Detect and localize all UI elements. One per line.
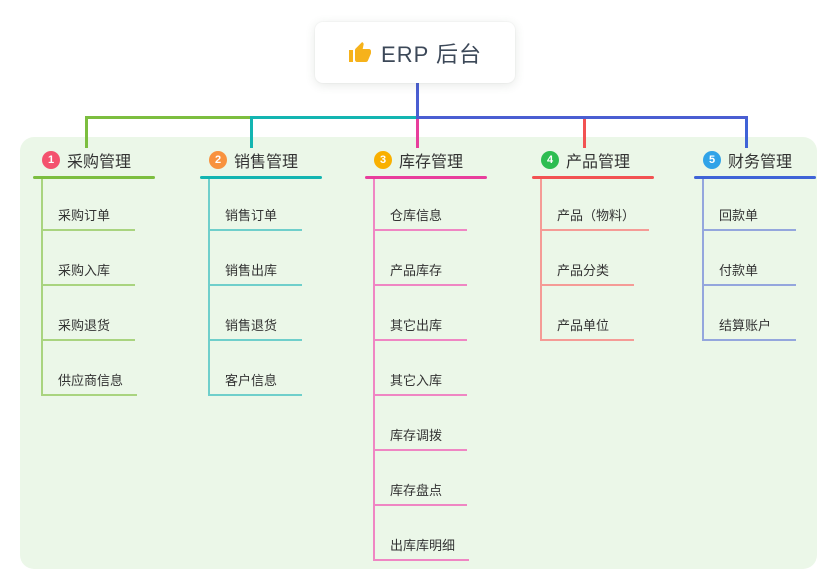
child-node-4-2[interactable]: 产品分类: [540, 256, 634, 286]
child-label: 回款单: [719, 208, 759, 223]
child-label: 销售订单: [225, 208, 278, 223]
branch-node-3[interactable]: 3 库存管理: [374, 148, 463, 172]
branch-child-connector: [702, 179, 704, 341]
child-node-3-6[interactable]: 库存盘点: [373, 476, 467, 506]
branch-label: 销售管理: [234, 154, 299, 171]
branch-underline: [532, 176, 654, 179]
branch-node-2[interactable]: 2 销售管理: [209, 148, 298, 172]
child-label: 供应商信息: [58, 373, 124, 388]
branch-number-badge: 3: [374, 151, 392, 169]
child-node-1-1[interactable]: 采购订单: [41, 201, 135, 231]
branch-connector-stub: [250, 116, 253, 148]
child-label: 产品库存: [390, 263, 443, 278]
branch-number-badge: 5: [703, 151, 721, 169]
connector-horizontal-mid: [250, 116, 419, 119]
child-label: 其它出库: [390, 318, 443, 333]
branch-number-badge: 4: [541, 151, 559, 169]
root-node[interactable]: ERP 后台: [315, 22, 515, 83]
branch-node-5[interactable]: 5 财务管理: [703, 148, 792, 172]
child-node-3-7[interactable]: 出库库明细: [373, 531, 470, 561]
child-label: 产品（物料）: [557, 208, 636, 223]
branch-connector-stub: [745, 116, 748, 148]
child-node-2-1[interactable]: 销售订单: [208, 201, 302, 231]
root-label: ERP 后台: [381, 41, 482, 67]
child-node-2-3[interactable]: 销售退货: [208, 311, 302, 341]
child-node-1-4[interactable]: 供应商信息: [41, 366, 138, 396]
child-label: 销售退货: [225, 318, 278, 333]
child-node-3-1[interactable]: 仓库信息: [373, 201, 467, 231]
child-label: 结算账户: [719, 318, 772, 333]
child-node-3-4[interactable]: 其它入库: [373, 366, 467, 396]
child-label: 付款单: [719, 263, 759, 278]
connector-horizontal-left: [85, 116, 253, 119]
branch-connector-stub: [416, 116, 419, 148]
branch-child-connector: [41, 179, 43, 396]
branch-node-4[interactable]: 4 产品管理: [541, 148, 630, 172]
child-node-3-5[interactable]: 库存调拨: [373, 421, 467, 451]
branch-connector-stub: [85, 116, 88, 148]
branch-node-1[interactable]: 1 采购管理: [42, 148, 131, 172]
child-label: 采购订单: [58, 208, 111, 223]
child-label: 客户信息: [225, 373, 278, 388]
child-node-4-1[interactable]: 产品（物料）: [540, 201, 650, 231]
branch-underline: [200, 176, 322, 179]
child-label: 出库库明细: [390, 538, 456, 553]
child-label: 产品分类: [557, 263, 610, 278]
connector-horizontal-right: [417, 116, 748, 119]
thumbs-up-icon: [348, 41, 372, 65]
child-node-2-4[interactable]: 客户信息: [208, 366, 302, 396]
child-node-5-2[interactable]: 付款单: [702, 256, 796, 286]
child-node-5-1[interactable]: 回款单: [702, 201, 796, 231]
branch-label: 产品管理: [566, 154, 631, 171]
child-node-1-2[interactable]: 采购入库: [41, 256, 135, 286]
child-node-3-2[interactable]: 产品库存: [373, 256, 467, 286]
child-label: 库存盘点: [390, 483, 443, 498]
child-node-4-3[interactable]: 产品单位: [540, 311, 634, 341]
branch-underline: [365, 176, 487, 179]
child-label: 仓库信息: [390, 208, 443, 223]
branch-underline: [33, 176, 155, 179]
branch-label: 财务管理: [728, 154, 793, 171]
child-node-3-3[interactable]: 其它出库: [373, 311, 467, 341]
child-label: 其它入库: [390, 373, 443, 388]
branch-label: 库存管理: [399, 154, 464, 171]
branch-child-connector: [208, 179, 210, 396]
child-label: 产品单位: [557, 318, 610, 333]
child-label: 采购入库: [58, 263, 111, 278]
branch-label: 采购管理: [67, 154, 132, 171]
branch-number-badge: 2: [209, 151, 227, 169]
branches-panel: [20, 137, 817, 569]
child-label: 库存调拨: [390, 428, 443, 443]
child-node-5-3[interactable]: 结算账户: [702, 311, 796, 341]
root-connector-vertical: [416, 83, 419, 119]
child-node-2-2[interactable]: 销售出库: [208, 256, 302, 286]
child-label: 销售出库: [225, 263, 278, 278]
child-label: 采购退货: [58, 318, 111, 333]
branch-child-connector: [540, 179, 542, 341]
branch-child-connector: [373, 179, 375, 561]
branch-number-badge: 1: [42, 151, 60, 169]
child-node-1-3[interactable]: 采购退货: [41, 311, 135, 341]
branch-underline: [694, 176, 816, 179]
branch-connector-stub: [583, 116, 586, 148]
